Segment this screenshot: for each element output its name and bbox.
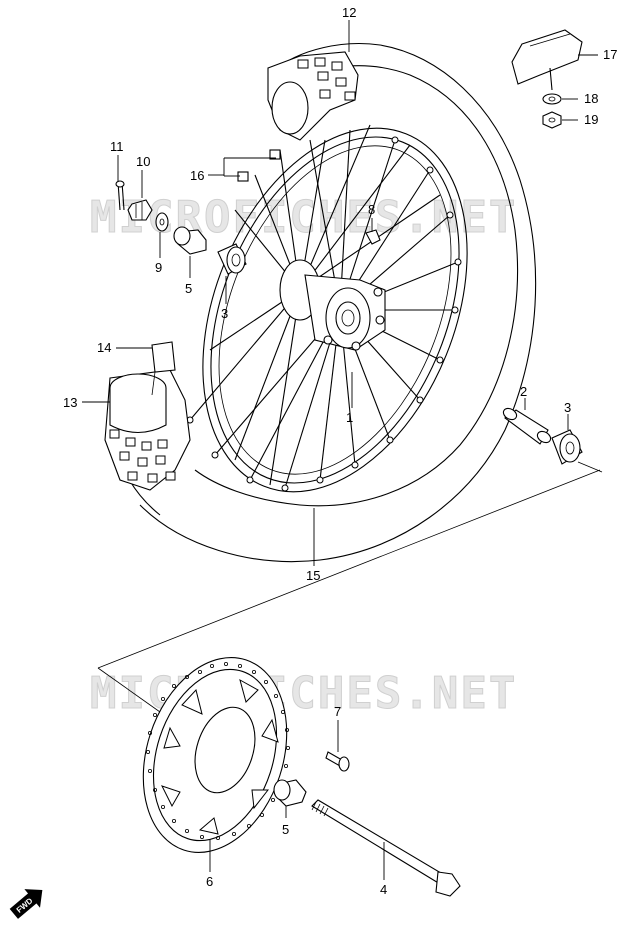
front-hub: [279, 259, 386, 351]
callout-5-bottom: 5: [282, 822, 289, 837]
callout-19: 19: [584, 112, 598, 127]
watermark-top: MICROFICHES.NET: [90, 192, 517, 243]
front-axle-4: [311, 799, 461, 897]
callout-10: 10: [136, 154, 150, 169]
tire-section-13: [104, 369, 191, 491]
axle-plane-lines: [97, 461, 603, 713]
collar-5-top: [173, 226, 207, 255]
bearing-3-right: [551, 429, 583, 465]
callout-9: 9: [155, 260, 162, 275]
bearing-3-left: [217, 243, 247, 275]
washer-9: [155, 212, 169, 232]
callout-2: 2: [520, 384, 527, 399]
cotter-pin-11: [115, 180, 125, 211]
callout-12: 12: [342, 5, 356, 20]
brake-disc-6: [142, 657, 290, 853]
callout-4: 4: [380, 882, 387, 897]
callout-16: 16: [190, 168, 204, 183]
callout-7: 7: [334, 704, 341, 719]
callout-1: 1: [346, 410, 353, 425]
callout-14: 14: [97, 340, 111, 355]
disc-bolt-7: [325, 751, 350, 772]
callout-5-top: 5: [185, 281, 192, 296]
spacer-2: [502, 407, 552, 445]
callout-3-right: 3: [564, 400, 571, 415]
callout-13: 13: [63, 395, 77, 410]
callout-6: 6: [206, 874, 213, 889]
callout-3-left: 3: [221, 306, 228, 321]
rim-band-14: [151, 341, 176, 396]
valve-8: [365, 229, 381, 245]
valve-nuts-16: [237, 149, 281, 182]
nut-19: [542, 111, 562, 129]
rim-lock-17: [511, 29, 583, 91]
watermark-bottom: MICROFICHES.NET: [90, 668, 517, 719]
callout-18: 18: [584, 91, 598, 106]
callout-labels: 12 17 18 19 11 10 16 8 9 5 3 14 13 1 2 3…: [63, 5, 617, 897]
collar-5-bottom: [273, 779, 307, 807]
inner-tube-top: [267, 51, 359, 141]
spoke-nipples: [186, 136, 462, 492]
washer-18: [542, 93, 562, 105]
callout-15: 15: [306, 568, 320, 583]
leader-lines: [82, 20, 598, 880]
callout-11: 11: [110, 139, 124, 154]
callout-8: 8: [368, 202, 375, 217]
castle-nut-10: [127, 199, 153, 221]
callout-17: 17: [603, 47, 617, 62]
forward-arrow-icon: FWD: [9, 889, 43, 919]
